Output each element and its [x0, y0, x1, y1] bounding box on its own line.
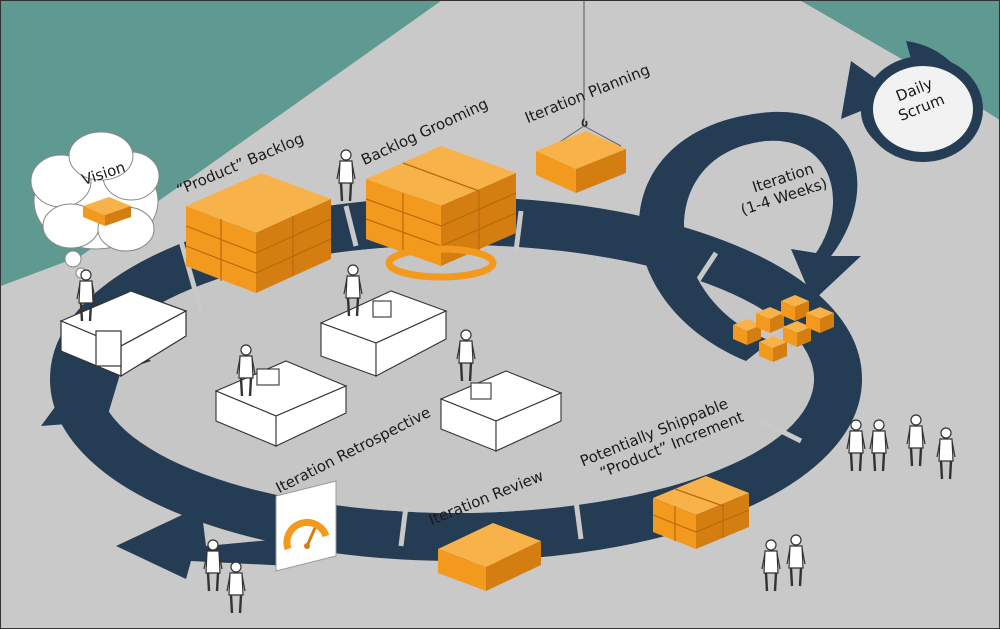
iteration-planning-box	[536, 1, 626, 193]
ring-inner-floor	[98, 245, 814, 513]
vision-desk	[59, 290, 188, 378]
product-backlog-boxes	[185, 173, 332, 293]
vision-box	[83, 197, 131, 226]
iteration-review-box	[438, 523, 541, 591]
corner-top-right	[801, 1, 999, 120]
vision-cloud	[30, 131, 160, 279]
iteration-boxes	[733, 295, 834, 362]
iteration-loop	[639, 111, 861, 362]
retrospective-gauge-card	[275, 480, 337, 572]
exit-arrow	[116, 506, 291, 579]
backlog-grooming-boxes	[365, 146, 517, 281]
daily-scrum-disc	[863, 56, 983, 162]
center-desks	[214, 290, 563, 452]
increment-boxes	[652, 476, 750, 549]
